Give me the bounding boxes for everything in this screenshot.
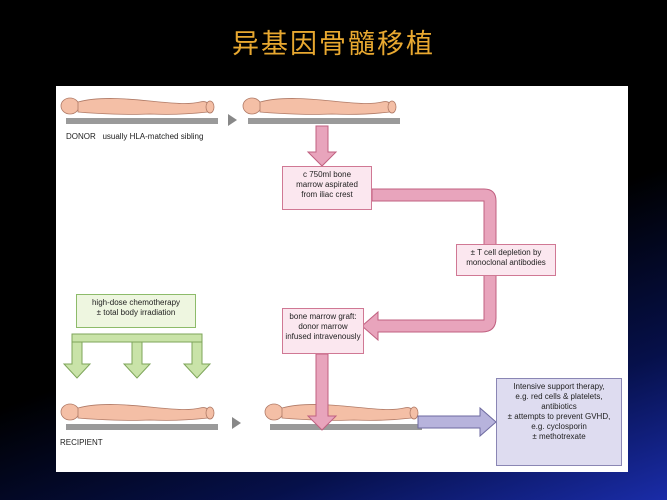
pink-band-right: [371, 188, 497, 247]
diagram-graphics: [60, 97, 497, 438]
aspiration-line-2: marrow aspirated: [296, 180, 358, 189]
tcell-box: ± T cell depletion by monoclonal antibod…: [456, 244, 556, 276]
support-line-6: ± methotrexate: [532, 432, 586, 441]
slide-title: 异基因骨髓移植: [232, 29, 435, 60]
aspiration-box: c 750ml bone marrow aspirated from iliac…: [282, 166, 372, 210]
support-therapy-box: Intensive support therapy, e.g. red cell…: [496, 378, 622, 466]
aspiration-line-3: from iliac crest: [301, 190, 353, 199]
donor-person-1: [60, 97, 215, 115]
purple-arrow: [417, 406, 497, 438]
recipient-table-2: [270, 424, 422, 430]
bone-marrow-transplant-diagram: DONOR usually HLA-matched sibling RECIPI…: [56, 86, 628, 472]
tcell-line-2: monoclonal antibodies: [466, 258, 546, 267]
support-line-2: e.g. red cells & platelets,: [515, 392, 603, 401]
green-bar: [71, 333, 203, 343]
recipient-table-1: [66, 424, 218, 430]
donor-person-2: [242, 97, 397, 115]
green-arrow-left: [62, 341, 92, 379]
chemo-line-1: high-dose chemotherapy: [91, 298, 181, 307]
donor-note: usually HLA-matched sibling: [102, 132, 204, 141]
graft-box: bone marrow graft: donor marrow infused …: [282, 308, 364, 354]
recipient-person-1: [60, 403, 215, 421]
recipient-person-2: [264, 403, 419, 421]
tcell-line-1: ± T cell depletion by: [470, 248, 542, 257]
arrow-triangle-bottom: [232, 417, 241, 429]
recipient-label: RECIPIENT: [60, 438, 103, 447]
support-line-1: Intensive support therapy,: [513, 382, 605, 391]
donor-label: DONOR usually HLA-matched sibling: [66, 132, 203, 142]
green-arrow-right: [182, 341, 212, 379]
donor-table-2: [248, 118, 400, 124]
graft-line-2: donor marrow: [298, 322, 348, 331]
arrow-triangle-top: [228, 114, 237, 126]
pink-band-lower: [361, 271, 497, 342]
green-arrow-mid: [122, 341, 152, 379]
aspiration-line-1: c 750ml bone: [302, 170, 352, 179]
support-line-3: antibiotics: [541, 402, 577, 411]
pink-arrow-down-1: [306, 125, 338, 167]
donor-table-1: [66, 118, 218, 124]
graft-line-3: infused intravenously: [285, 332, 361, 341]
chemo-line-2: ± total body irradiation: [96, 308, 176, 317]
graft-line-1: bone marrow graft:: [289, 312, 357, 321]
donor-label-text: DONOR: [66, 132, 96, 141]
support-line-5: e.g. cyclosporin: [531, 422, 587, 431]
chemo-box: high-dose chemotherapy ± total body irra…: [76, 294, 196, 328]
pink-arrow-down-2: [306, 353, 338, 431]
support-line-4: ± attempts to prevent GVHD,: [507, 412, 611, 421]
